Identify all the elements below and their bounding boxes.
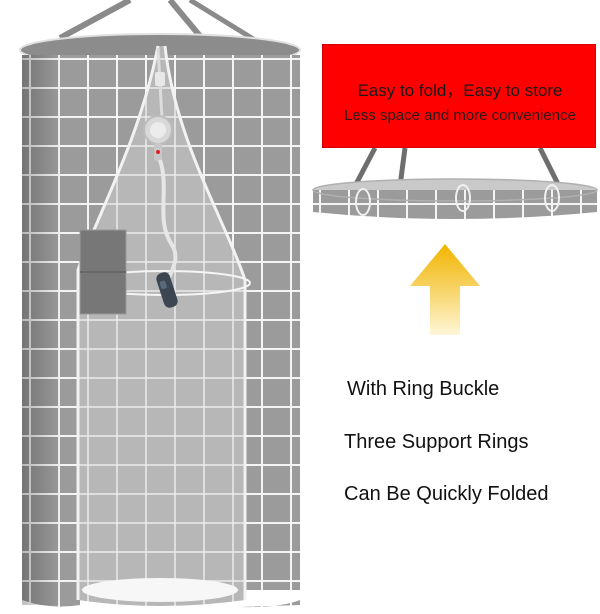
promo-banner: Easy to fold，Easy to store Less space an… [322,44,596,148]
shower-hose [158,159,178,281]
feature-support-rings: Three Support Rings [344,431,529,453]
folded-tent-illustration [312,146,598,219]
promo-line-convenience: Less space and more convenience [344,107,576,124]
feature-ring-buckle: With Ring Buckle [347,378,500,400]
water-heater-icon [156,272,178,308]
feature-quick-fold: Can Be Quickly Folded [344,483,549,505]
hanging-straps [58,0,257,43]
curtain-opening [78,46,245,606]
promo-line-fold-store: Easy to fold，Easy to store [357,81,563,100]
shower-head-icon [143,115,173,161]
up-arrow-icon [410,244,480,335]
